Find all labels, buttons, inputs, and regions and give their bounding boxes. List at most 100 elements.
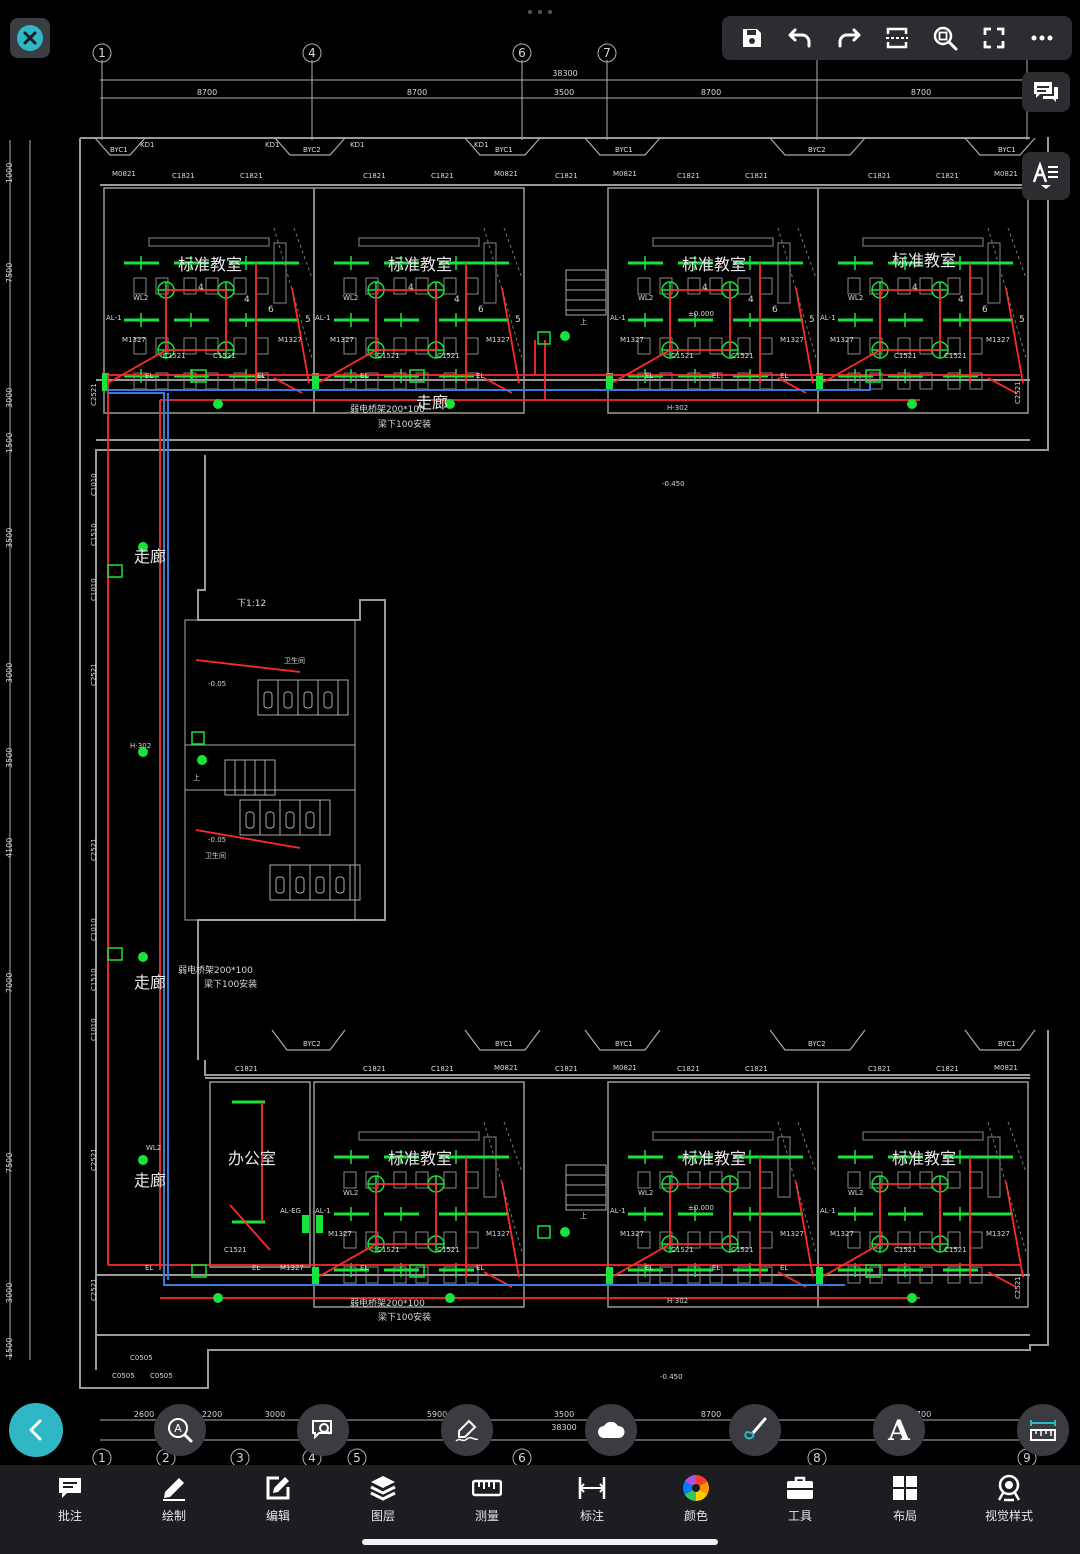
svg-text:8700: 8700 [911, 1410, 931, 1419]
svg-text:C1521: C1521 [224, 1246, 247, 1254]
nav-measure[interactable]: 测量 [435, 1473, 539, 1529]
nav-label: 工具 [787, 1509, 812, 1523]
svg-text:H-302: H-302 [130, 742, 151, 750]
save-icon[interactable] [732, 18, 772, 58]
svg-text:EL: EL [257, 372, 265, 380]
zoom-fit-icon[interactable] [925, 18, 965, 58]
nav-tools[interactable]: 工具 [748, 1473, 852, 1529]
svg-text:M1327: M1327 [330, 336, 354, 344]
svg-text:AL-1: AL-1 [820, 314, 836, 322]
nav-edit[interactable]: 编辑 [226, 1473, 330, 1529]
svg-text:-0.05: -0.05 [208, 836, 226, 844]
svg-text:-0.450: -0.450 [662, 480, 685, 488]
svg-text:KD1: KD1 [350, 141, 364, 149]
svg-text:M0821: M0821 [494, 170, 518, 178]
axis-label: 6 [518, 46, 526, 60]
nav-layout[interactable]: 布局 [853, 1473, 957, 1529]
svg-text:EL: EL [476, 372, 484, 380]
cad-drawing-canvas[interactable]: 1 4 6 7 38300 8700 8700 3500 8700 8700 2… [0, 0, 1080, 1465]
svg-text:4: 4 [244, 295, 250, 305]
text-style-button[interactable] [1022, 152, 1070, 200]
svg-text:上: 上 [580, 317, 587, 326]
more-icon[interactable] [1022, 18, 1062, 58]
back-button[interactable] [9, 1403, 63, 1457]
svg-text:C0505: C0505 [130, 1354, 153, 1362]
svg-text:C0505: C0505 [112, 1372, 135, 1380]
svg-text:1500: 1500 [5, 1338, 14, 1358]
brush-button[interactable] [729, 1404, 781, 1456]
svg-text:M1327: M1327 [830, 1230, 854, 1238]
svg-text:8700: 8700 [407, 88, 427, 97]
nav-label: 编辑 [265, 1509, 290, 1523]
svg-text:C1521: C1521 [894, 352, 917, 360]
svg-text:EL: EL [252, 1264, 260, 1272]
svg-text:BYC2: BYC2 [303, 146, 321, 154]
svg-text:±0.000: ±0.000 [688, 1204, 714, 1212]
svg-text:KD1: KD1 [474, 141, 488, 149]
svg-text:2600: 2600 [134, 1410, 154, 1419]
svg-text:M0821: M0821 [112, 170, 136, 178]
search-markup-button[interactable] [297, 1404, 349, 1456]
svg-text:M0821: M0821 [994, 1064, 1018, 1072]
cloud-button[interactable] [585, 1404, 637, 1456]
top-toolbar [722, 16, 1072, 60]
svg-text:M1327: M1327 [486, 1230, 510, 1238]
svg-text:6: 6 [268, 305, 274, 315]
svg-text:C1521: C1521 [213, 352, 236, 360]
magnifier-button[interactable]: A [154, 1404, 206, 1456]
floating-tools: A A [0, 1403, 1080, 1460]
redo-icon[interactable] [829, 18, 869, 58]
nav-label: 颜色 [683, 1509, 708, 1523]
svg-text:C2521: C2521 [90, 1148, 98, 1171]
svg-text:M0821: M0821 [994, 170, 1018, 178]
magnifier-icon: A [168, 1418, 193, 1443]
comments-button[interactable] [1022, 72, 1070, 112]
svg-text:C1821: C1821 [363, 1065, 386, 1073]
svg-text:C1521: C1521 [944, 352, 967, 360]
svg-text:梁下100安装: 梁下100安装 [378, 418, 431, 430]
ruler-button[interactable] [1017, 1404, 1069, 1456]
svg-text:C1821: C1821 [240, 172, 263, 180]
svg-text:BYC2: BYC2 [808, 1040, 826, 1048]
tray-note: 弱电桥架200*100 [350, 1297, 425, 1309]
svg-text:KD1: KD1 [140, 141, 154, 149]
room-label: 标准教室 [892, 1149, 956, 1168]
close-button[interactable] [10, 18, 50, 58]
section-icon[interactable] [877, 18, 917, 58]
nav-comment[interactable]: 批注 [18, 1473, 122, 1529]
svg-text:4100: 4100 [5, 838, 14, 858]
signature-button[interactable] [441, 1404, 493, 1456]
layout-icon [890, 1473, 920, 1503]
svg-text:2: 2 [162, 1451, 170, 1465]
svg-text:M1327: M1327 [986, 336, 1010, 344]
nav-draw[interactable]: 绘制 [122, 1473, 226, 1529]
svg-text:H-302: H-302 [667, 404, 688, 412]
svg-text:WL2: WL2 [343, 1189, 358, 1197]
svg-text:M1327: M1327 [986, 1230, 1010, 1238]
nav-layers[interactable]: 图层 [331, 1473, 435, 1529]
svg-text:C1510: C1510 [90, 968, 98, 991]
svg-text:卫生间: 卫生间 [284, 656, 305, 665]
undo-icon[interactable] [780, 18, 820, 58]
nav-visual-style[interactable]: 视觉样式 [957, 1473, 1061, 1529]
svg-text:4: 4 [308, 1451, 316, 1465]
signature-icon [455, 1419, 479, 1442]
nav-dimension[interactable]: 标注 [540, 1473, 644, 1529]
fullscreen-icon[interactable] [974, 18, 1014, 58]
svg-text:C1821: C1821 [431, 172, 454, 180]
svg-text:C1821: C1821 [868, 1065, 891, 1073]
text-style-icon [1032, 162, 1058, 183]
measure-icon [472, 1473, 502, 1503]
svg-text:AL-1: AL-1 [610, 314, 626, 322]
nav-color[interactable]: 颜色 [644, 1473, 748, 1529]
svg-text:M1327: M1327 [122, 336, 146, 344]
text-tool-button[interactable]: A [873, 1404, 925, 1456]
svg-text:C1821: C1821 [745, 1065, 768, 1073]
svg-text:C0505: C0505 [150, 1372, 173, 1380]
svg-text:C2521: C2521 [90, 838, 98, 861]
close-icon [17, 25, 43, 51]
svg-text:M1327: M1327 [780, 336, 804, 344]
svg-text:WL2: WL2 [848, 294, 863, 302]
svg-text:2200: 2200 [202, 1410, 222, 1419]
home-indicator [362, 1539, 718, 1545]
